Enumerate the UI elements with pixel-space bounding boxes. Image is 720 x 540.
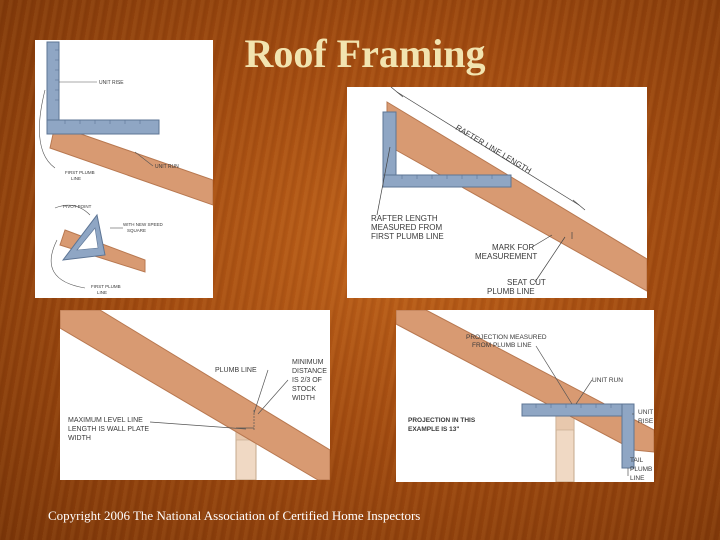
label-minimum-distance-line1: MINIMUM <box>292 359 324 366</box>
label-first-plumb-line-line2: LINE <box>71 176 81 181</box>
label-mark-for-measurement-line2: MEASUREMENT <box>475 252 537 261</box>
rafter-line-length-diagram: RAFTER LINE LENGTH RAFTER LENGTH MEASURE… <box>371 87 647 296</box>
label-tail-plumb-line1: TAIL <box>630 457 644 464</box>
rafter-layout-diagram: UNIT RISE UNIT RUN FIRST PLUMB LINE PIVO… <box>39 41 213 295</box>
rafter-board <box>60 310 330 480</box>
speed-square-cutout <box>76 227 99 251</box>
speed-square <box>61 213 106 261</box>
label-minimum-distance-line4: STOCK <box>292 386 316 393</box>
label-minimum-distance-line5: WIDTH <box>292 395 315 402</box>
label-speed-square-line2: SQUARE <box>127 228 146 233</box>
label-maximum-level-line-2: LENGTH IS WALL PLATE <box>68 426 149 433</box>
tail-projection-diagram: PROJECTION MEASURED FROM PLUMB LINE UNIT… <box>396 310 654 482</box>
label-rafter-length-line3: FIRST PLUMB LINE <box>371 232 444 241</box>
panel-rafter-tail-projection: PROJECTION MEASURED FROM PLUMB LINE UNIT… <box>396 310 654 482</box>
label-rafter-length-line1: RAFTER LENGTH <box>371 214 438 223</box>
label-speed-square-line1: WITH NEW SPEED <box>123 222 164 227</box>
label-minimum-distance-line2: DISTANCE <box>292 368 327 375</box>
label-projection-measured-line1: PROJECTION MEASURED <box>466 334 547 341</box>
label-maximum-level-line-3: WIDTH <box>68 435 91 442</box>
label-mark-for-measurement-line1: MARK FOR <box>492 243 534 252</box>
label-plumb-line: PLUMB LINE <box>215 367 257 374</box>
label-unit-run: UNIT RUN <box>592 377 623 384</box>
label-first-plumb-lower-line1: FIRST PLUMB <box>91 284 121 289</box>
label-seat-cut-line2: PLUMB LINE <box>487 287 535 296</box>
rafter-board <box>49 124 213 206</box>
birdsmouth-diagram: PLUMB LINE MINIMUM DISTANCE IS 2/3 OF ST… <box>60 310 330 480</box>
framing-square-blade <box>521 403 635 417</box>
label-unit-rise: UNIT RISE <box>99 80 124 86</box>
framing-square-tongue <box>46 41 60 133</box>
slide-title: Roof Framing <box>244 31 486 76</box>
label-projection-measured-line2: FROM PLUMB LINE <box>472 342 532 349</box>
label-pivot-point: PIVOT POINT <box>63 204 92 209</box>
label-unit-run: UNIT RUN <box>155 164 179 170</box>
label-maximum-level-line-1: MAXIMUM LEVEL LINE <box>68 417 143 424</box>
panel-rafter-layout-squares: UNIT RISE UNIT RUN FIRST PLUMB LINE PIVO… <box>35 40 213 298</box>
panel-birdsmouth-cut: PLUMB LINE MINIMUM DISTANCE IS 2/3 OF ST… <box>60 310 330 480</box>
label-unit-rise-line2: RISE <box>638 418 654 425</box>
label-first-plumb-lower-line2: LINE <box>97 290 107 295</box>
rafter-board <box>386 101 647 292</box>
wall-top-plate <box>555 415 575 431</box>
label-tail-plumb-line3: LINE <box>630 475 645 482</box>
framing-square-blade <box>46 119 160 135</box>
label-first-plumb-line-line1: FIRST PLUMB <box>65 170 95 175</box>
label-tail-plumb-line2: PLUMB <box>630 466 652 473</box>
panel-rafter-line-length: RAFTER LINE LENGTH RAFTER LENGTH MEASURE… <box>347 87 647 298</box>
label-projection-example-line1: PROJECTION IN THIS <box>408 417 476 424</box>
label-unit-rise-line1: UNIT <box>638 409 653 416</box>
label-projection-example-line2: EXAMPLE IS 13" <box>408 426 460 433</box>
label-minimum-distance-line3: IS 2/3 OF <box>292 377 322 384</box>
label-seat-cut-line1: SEAT CUT <box>507 278 546 287</box>
copyright-footer: Copyright 2006 The National Association … <box>48 508 421 523</box>
label-rafter-length-line2: MEASURED FROM <box>371 223 442 232</box>
